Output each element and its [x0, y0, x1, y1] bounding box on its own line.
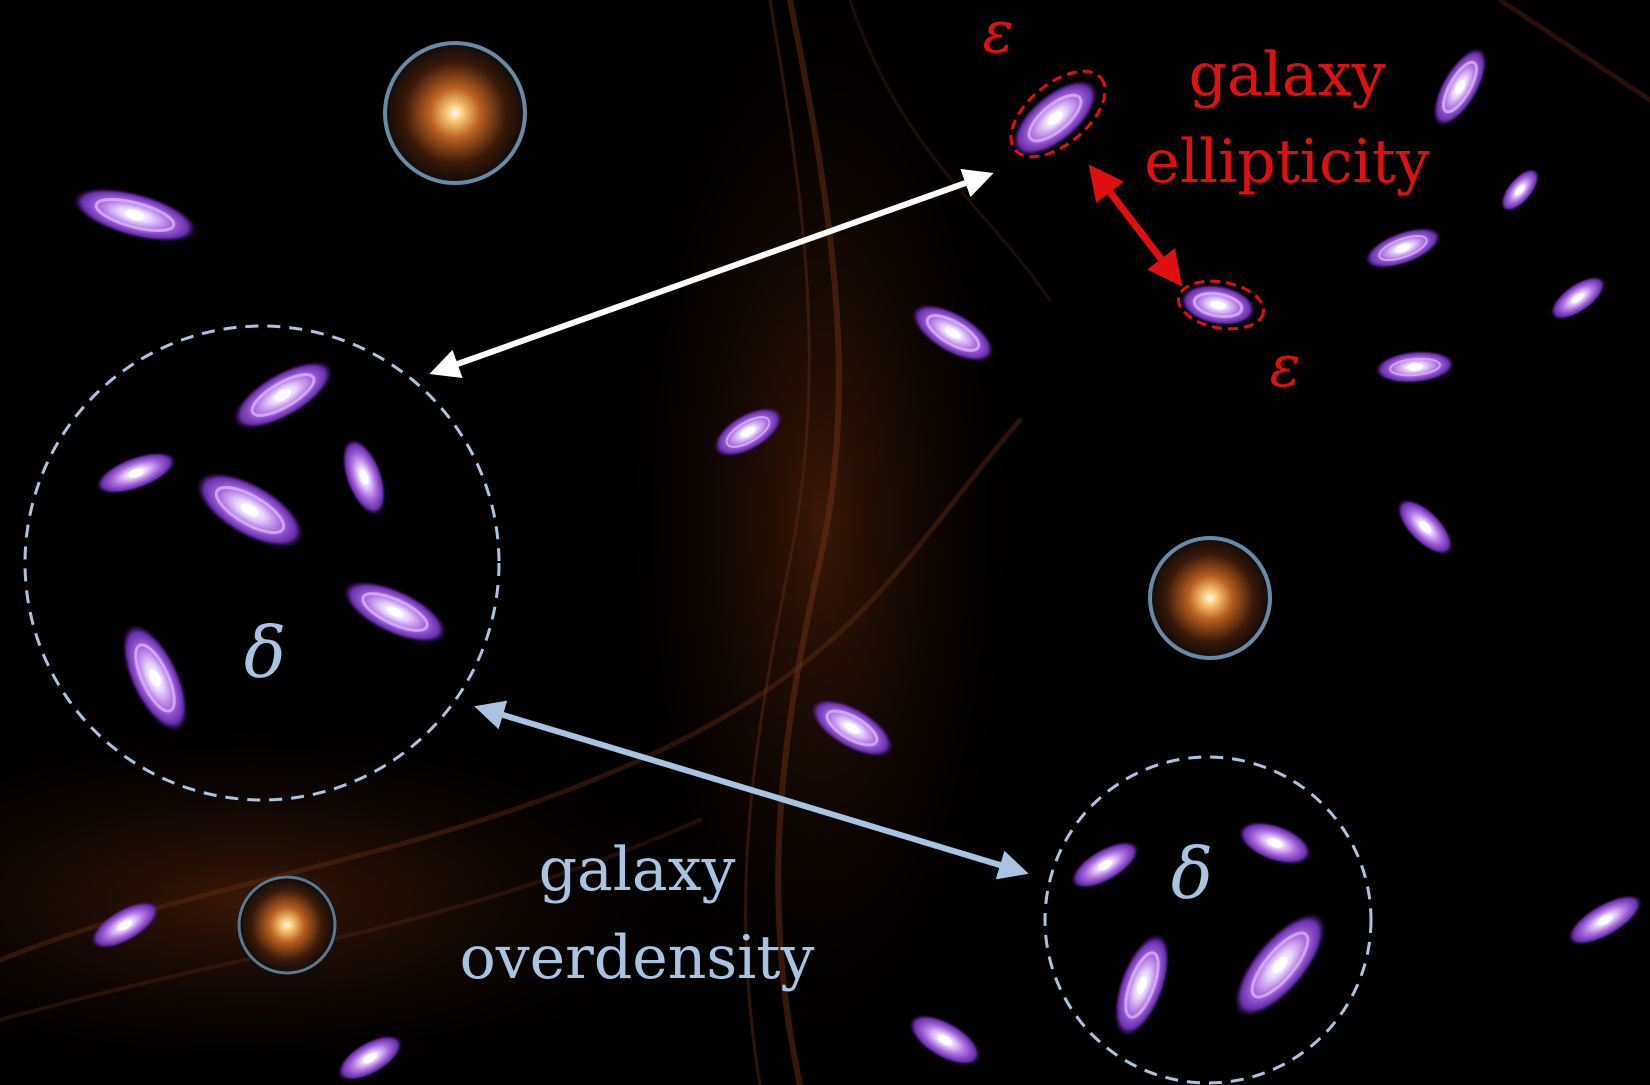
lens-galaxy — [1148, 536, 1272, 660]
epsilon-label-top: ε — [982, 0, 1013, 66]
lens-galaxy — [383, 41, 527, 185]
overdensity-label-line2: overdensity — [460, 923, 815, 993]
overdensity-label-line1: galaxy — [539, 835, 736, 905]
epsilon-label-bottom: ε — [1269, 332, 1300, 400]
ellipticity-label-line1: galaxy — [1189, 40, 1386, 110]
delta-label-left: δ — [244, 612, 286, 694]
lens-galaxy — [237, 875, 337, 975]
delta-label-right: δ — [1171, 833, 1213, 915]
ellipticity-label-line2: ellipticity — [1144, 127, 1430, 197]
